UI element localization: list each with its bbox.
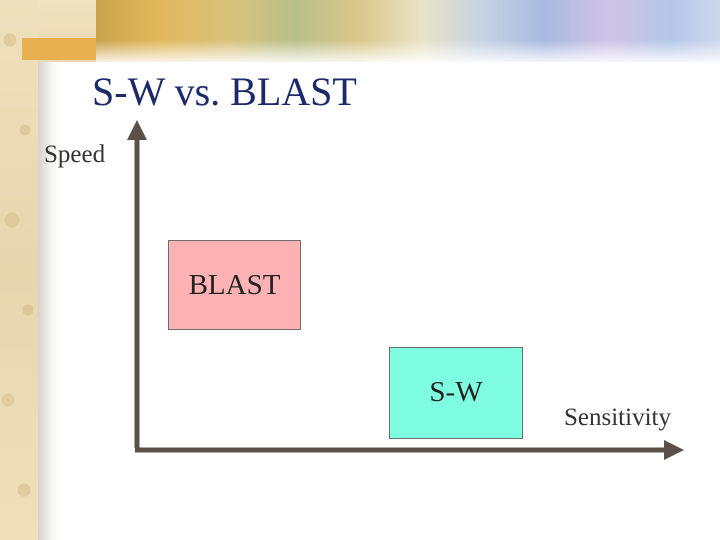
sw-box: S-W (389, 347, 523, 439)
slide-shadow (38, 62, 64, 540)
decorative-orange-bar (22, 38, 98, 60)
parchment-strip (0, 0, 38, 540)
y-axis (127, 120, 147, 448)
x-axis-label: Sensitivity (564, 404, 671, 431)
blast-box: BLAST (168, 240, 301, 330)
x-axis (135, 440, 684, 460)
decorative-banner-fade (96, 40, 720, 62)
sw-box-label: S-W (429, 376, 483, 408)
y-axis-label: Speed (44, 141, 106, 168)
slide-title: S-W vs. BLAST (92, 69, 357, 114)
blast-box-label: BLAST (188, 268, 281, 301)
